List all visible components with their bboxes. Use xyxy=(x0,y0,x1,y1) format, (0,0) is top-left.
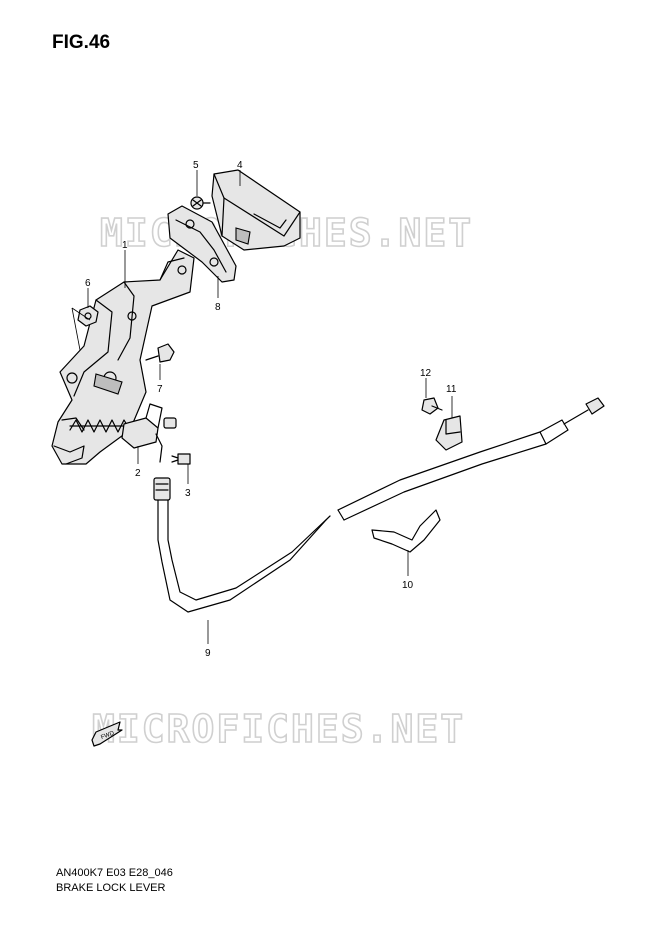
part-12-bolt xyxy=(421,397,443,415)
part-1-lever-bracket xyxy=(51,249,195,465)
part-7-bolt xyxy=(145,343,175,363)
callout-9: 9 xyxy=(205,648,211,659)
part-5-screw xyxy=(190,196,211,210)
callout-5: 5 xyxy=(193,160,199,171)
leader-lines xyxy=(71,170,453,644)
callout-11: 11 xyxy=(446,384,457,395)
callout-3: 3 xyxy=(185,488,191,499)
figure-name: BRAKE LOCK LEVER xyxy=(56,882,166,894)
part-8-lever-plate xyxy=(167,205,237,283)
callout-10: 10 xyxy=(402,580,414,591)
figure-title: FIG.46 xyxy=(52,32,111,53)
watermark-bottom: MICROFICHES.NET xyxy=(92,707,465,751)
part-9-brake-cable xyxy=(153,397,605,613)
callout-1: 1 xyxy=(122,240,128,251)
part-6-nut xyxy=(77,305,99,327)
callout-4: 4 xyxy=(237,160,243,171)
lever-spring xyxy=(69,419,131,433)
direction-arrow-icon: FWD xyxy=(91,721,123,747)
part-3-bolt xyxy=(171,453,191,465)
callout-6: 6 xyxy=(85,278,91,289)
callout-12: 12 xyxy=(420,368,432,379)
part-10-cable-bracket xyxy=(371,509,441,553)
callout-7: 7 xyxy=(157,384,163,395)
figure-code: AN400K7 E03 E28_046 xyxy=(56,867,173,879)
direction-label: FWD xyxy=(100,730,116,741)
part-4-lever-cover xyxy=(211,169,301,251)
part-2-switch xyxy=(121,403,177,463)
callout-8: 8 xyxy=(215,302,221,313)
callout-2: 2 xyxy=(135,468,141,479)
part-11-clamp xyxy=(435,415,463,451)
